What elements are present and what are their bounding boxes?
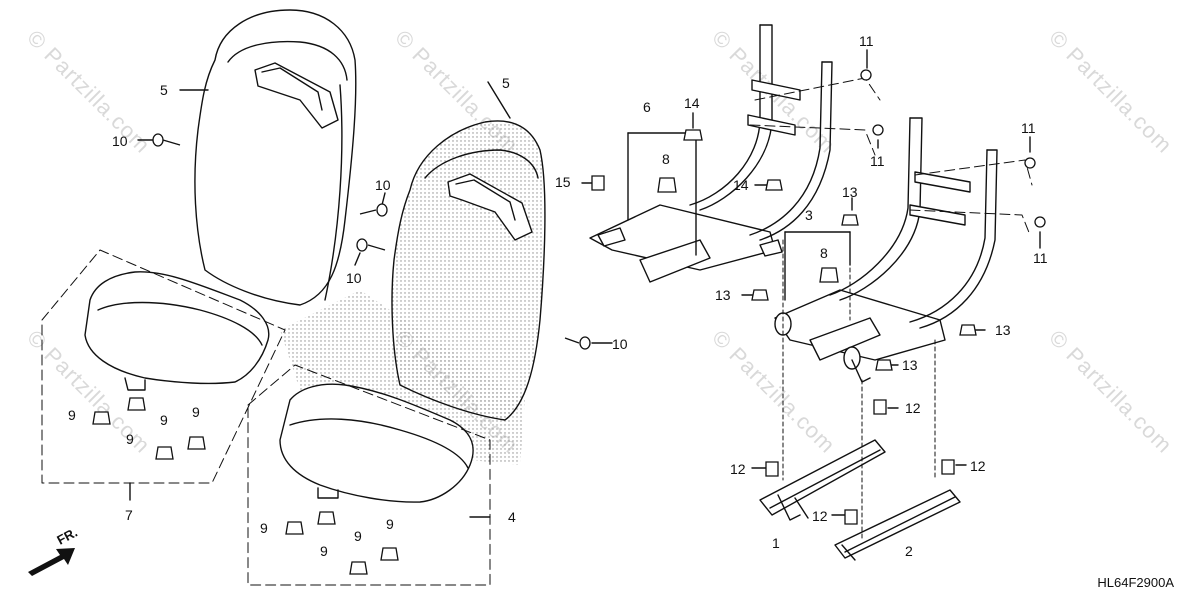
callout-13: 13 bbox=[902, 357, 918, 373]
nut-14 bbox=[765, 179, 783, 191]
callout-12: 12 bbox=[970, 458, 986, 474]
bolt-11 bbox=[860, 69, 872, 81]
callout-9: 9 bbox=[160, 412, 168, 428]
clip-9 bbox=[380, 547, 399, 561]
callout-1: 1 bbox=[772, 535, 780, 551]
callout-3: 3 bbox=[805, 207, 813, 223]
callout-4: 4 bbox=[508, 509, 516, 525]
nut-13 bbox=[959, 324, 977, 336]
callout-9: 9 bbox=[192, 404, 200, 420]
callout-9: 9 bbox=[68, 407, 76, 423]
clip-9 bbox=[92, 411, 111, 425]
callout-10: 10 bbox=[612, 336, 628, 352]
callout-12: 12 bbox=[812, 508, 828, 524]
screw-10 bbox=[359, 203, 388, 217]
callout-14: 14 bbox=[733, 177, 749, 193]
callout-9: 9 bbox=[260, 520, 268, 536]
clip-9 bbox=[155, 446, 174, 460]
screw-10 bbox=[152, 133, 181, 147]
callout-11: 11 bbox=[870, 153, 885, 169]
callout-13: 13 bbox=[842, 184, 858, 200]
nut-13 bbox=[841, 214, 859, 226]
seat-back-left bbox=[194, 9, 357, 306]
bolt-11 bbox=[872, 124, 884, 136]
bolt-11 bbox=[1034, 216, 1046, 228]
callout-13: 13 bbox=[715, 287, 731, 303]
bolt-15 bbox=[591, 175, 605, 191]
nut-13 bbox=[875, 359, 893, 371]
callout-12: 12 bbox=[730, 461, 746, 477]
front-label: FR. bbox=[54, 525, 80, 548]
callouts: 5 5 10 10 10 10 6 8 8 14 14 15 11 11 11 … bbox=[68, 33, 1048, 559]
callout-9: 9 bbox=[126, 431, 134, 447]
callout-15: 15 bbox=[555, 174, 571, 190]
clip-9 bbox=[187, 436, 206, 450]
bolt-12 bbox=[765, 461, 779, 477]
callout-10: 10 bbox=[112, 133, 128, 149]
callout-7: 7 bbox=[125, 507, 133, 523]
callout-5: 5 bbox=[160, 82, 168, 98]
callout-11: 11 bbox=[859, 33, 874, 49]
nut-8 bbox=[819, 267, 839, 283]
seat-back-right bbox=[391, 120, 546, 421]
diagram-code: HL64F2900A bbox=[1097, 575, 1174, 590]
bolt-12 bbox=[873, 399, 887, 415]
screw-10 bbox=[356, 238, 386, 252]
screw-10 bbox=[564, 336, 591, 350]
callout-11: 11 bbox=[1033, 250, 1048, 266]
front-arrow-icon: FR. bbox=[28, 525, 80, 576]
callout-9: 9 bbox=[386, 516, 394, 532]
callout-12: 12 bbox=[905, 400, 921, 416]
group-outline bbox=[41, 77, 1033, 586]
callout-9: 9 bbox=[354, 528, 362, 544]
callout-11: 11 bbox=[1021, 120, 1036, 136]
nut-13 bbox=[751, 289, 769, 301]
seat-frame-right bbox=[774, 117, 998, 383]
clip-9 bbox=[317, 511, 336, 525]
callout-10: 10 bbox=[346, 270, 362, 286]
callout-13: 13 bbox=[995, 322, 1011, 338]
bolt-12 bbox=[844, 509, 858, 525]
bolt-12 bbox=[941, 459, 955, 475]
clip-9 bbox=[127, 397, 146, 411]
callout-5: 5 bbox=[502, 75, 510, 91]
seat-frame-left bbox=[589, 24, 833, 283]
callout-2: 2 bbox=[905, 543, 913, 559]
callout-8: 8 bbox=[662, 151, 670, 167]
callout-6: 6 bbox=[643, 99, 651, 115]
nut-14 bbox=[683, 129, 703, 141]
seat-rail-2 bbox=[834, 489, 961, 561]
callout-9: 9 bbox=[320, 543, 328, 559]
clip-9 bbox=[349, 561, 368, 575]
seat-cushion-left bbox=[84, 271, 270, 391]
fasteners bbox=[92, 69, 1046, 575]
callout-10: 10 bbox=[375, 177, 391, 193]
seat-cushion-right bbox=[279, 383, 474, 503]
callout-8: 8 bbox=[820, 245, 828, 261]
nut-8 bbox=[657, 177, 677, 193]
bolt-11 bbox=[1024, 157, 1036, 169]
callout-14: 14 bbox=[684, 95, 700, 111]
clip-9 bbox=[285, 521, 304, 535]
